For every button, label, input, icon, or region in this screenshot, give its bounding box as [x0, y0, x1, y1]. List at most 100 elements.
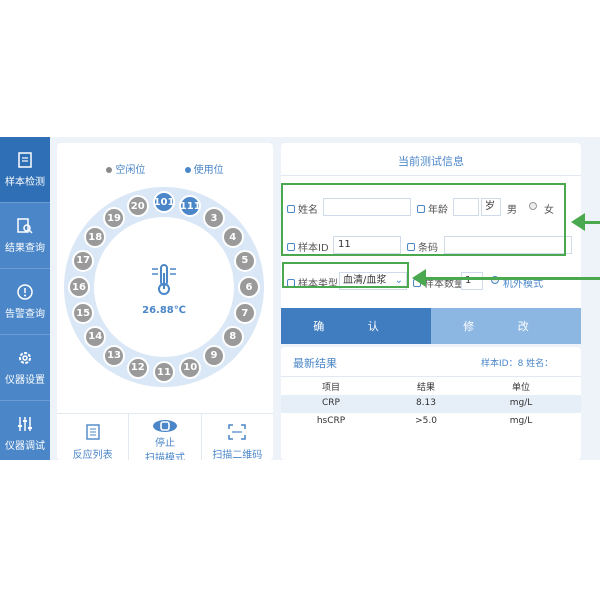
legend-empty-label: 空闲位	[115, 165, 146, 176]
arrow-shaft	[425, 277, 600, 280]
results-title: 最新结果	[293, 357, 337, 370]
divider	[281, 175, 581, 176]
arrow-head-icon	[412, 269, 426, 287]
list-icon	[84, 424, 102, 440]
female-label: 女	[544, 205, 554, 216]
arrow-shaft	[584, 221, 600, 224]
search-doc-icon	[17, 218, 33, 234]
external-mode-label: 机外模式	[503, 279, 543, 290]
chevron-down-icon: ⌄	[394, 275, 403, 286]
stop-sub-label: 扫描模式	[144, 453, 185, 460]
used-dot-icon	[184, 167, 191, 173]
carousel-position[interactable]: 101	[153, 191, 175, 213]
legend-empty: 空闲位	[106, 161, 145, 176]
carousel-position[interactable]: 111	[179, 195, 202, 218]
sidebar-item-label: 结果查询	[5, 243, 45, 254]
row-result: >5.0	[415, 416, 437, 426]
legend-used: 使用位	[184, 161, 224, 176]
confirm-edit-row: 确 认 修 改	[281, 308, 581, 344]
female-radio[interactable]	[529, 202, 537, 210]
stop-button[interactable]: 停止 扫描模式	[129, 414, 202, 460]
name-field-label: 姓名	[287, 201, 318, 216]
carousel-position[interactable]: 10	[179, 356, 202, 379]
carousel-position[interactable]: 5	[233, 249, 256, 272]
row-unit: mg/L	[509, 398, 533, 408]
carousel-position[interactable]: 19	[103, 207, 126, 230]
age-unit-select[interactable]: 岁	[481, 198, 501, 216]
carousel-position[interactable]: 13	[103, 344, 126, 367]
results-header: 项目 结果 单位	[281, 377, 581, 395]
alert-icon	[17, 284, 33, 300]
person-icon	[287, 204, 295, 213]
carousel-position[interactable]: 20	[126, 195, 149, 218]
confirm-button[interactable]: 确 认	[281, 308, 431, 344]
sample-count-select[interactable]: 1	[461, 272, 483, 290]
test-info-title: 当前测试信息	[398, 155, 464, 168]
age-icon	[417, 204, 425, 213]
carousel-position[interactable]: 12	[126, 356, 149, 379]
carousel-position[interactable]: 3	[202, 207, 225, 230]
row-item: CRP	[322, 398, 340, 408]
edit-button[interactable]: 修 改	[431, 308, 581, 344]
carousel-position[interactable]: 7	[233, 302, 256, 325]
sample-type-select[interactable]: 血清/血浆 ⌄	[339, 272, 407, 290]
table-row[interactable]: hsCRP >5.0 mg/L	[281, 413, 581, 431]
carousel-legend: 空闲位 使用位	[57, 161, 273, 176]
gear-icon	[19, 352, 31, 364]
sample-id-input[interactable]: 11	[333, 236, 401, 254]
scan-qr-label: 扫描二维码	[212, 450, 263, 460]
sample-count-value: 1	[465, 275, 472, 286]
scan-qr-button[interactable]: 扫描二维码	[202, 414, 273, 460]
header-unit: 单位	[511, 383, 530, 393]
row-item: hsCRP	[316, 416, 346, 426]
name-input[interactable]	[323, 198, 411, 216]
carousel-position[interactable]: 8	[221, 325, 244, 348]
sample-type-value: 血清/血浆	[343, 275, 387, 286]
highlight-patient-info	[281, 183, 566, 256]
carousel-position[interactable]: 15	[72, 302, 95, 325]
results-meta: 样本ID：8 姓名：	[481, 359, 554, 369]
sidebar-item-label: 告警查询	[5, 309, 45, 320]
empty-dot-icon	[106, 167, 113, 173]
sidebar-item-label: 仪器设置	[5, 375, 45, 386]
carousel-position[interactable]: 4	[221, 226, 244, 249]
thermometer-icon	[152, 264, 176, 295]
document-icon	[18, 152, 32, 168]
header-item: 项目	[321, 383, 340, 393]
sliders-icon	[18, 417, 32, 431]
carousel-position[interactable]: 14	[84, 325, 107, 348]
results-panel: 最新结果 样本ID：8 姓名： 项目 结果 单位 CRP 8.13 mg/L h…	[281, 347, 581, 460]
sidebar-item-instrument-debug[interactable]: 仪器调试	[0, 401, 50, 460]
highlight-sample-type	[282, 262, 409, 288]
sidebar-item-instrument-settings[interactable]: 仪器设置	[0, 335, 50, 401]
divider	[281, 376, 581, 377]
sidebar-item-label: 样本检测	[5, 177, 45, 188]
barcode-input[interactable]	[444, 236, 572, 254]
barcode-icon	[407, 242, 415, 251]
age-field-label: 年龄	[417, 201, 448, 216]
age-input[interactable]	[453, 198, 479, 216]
sidebar-item-alert-query[interactable]: 告警查询	[0, 269, 50, 335]
sidebar: 样本检测 结果查询 告警查询 仪器设置 仪器调试	[0, 137, 50, 460]
table-row[interactable]: CRP 8.13 mg/L	[281, 395, 581, 413]
carousel-position[interactable]: 16	[68, 276, 90, 298]
sample-id-field-label: 样本ID	[287, 239, 329, 254]
sidebar-item-sample-test[interactable]: 样本检测	[0, 137, 50, 203]
sidebar-item-result-query[interactable]: 结果查询	[0, 203, 50, 269]
action-buttons: 反应列表 停止 扫描模式 扫描二维码	[57, 413, 273, 460]
male-label: 男	[507, 205, 517, 216]
header-result: 结果	[416, 383, 435, 393]
carousel-position[interactable]: 9	[202, 344, 225, 367]
reaction-list-button[interactable]: 反应列表	[57, 414, 130, 460]
carousel-position[interactable]: 18	[84, 226, 107, 249]
legend-used-label: 使用位	[193, 165, 224, 176]
row-result: 8.13	[415, 398, 437, 408]
carousel-position[interactable]: 6	[238, 276, 260, 298]
carousel-position[interactable]: 17	[72, 249, 95, 272]
row-unit: mg/L	[509, 416, 533, 426]
external-mode-radio[interactable]	[491, 276, 499, 284]
carousel-position[interactable]: 11	[153, 361, 175, 383]
